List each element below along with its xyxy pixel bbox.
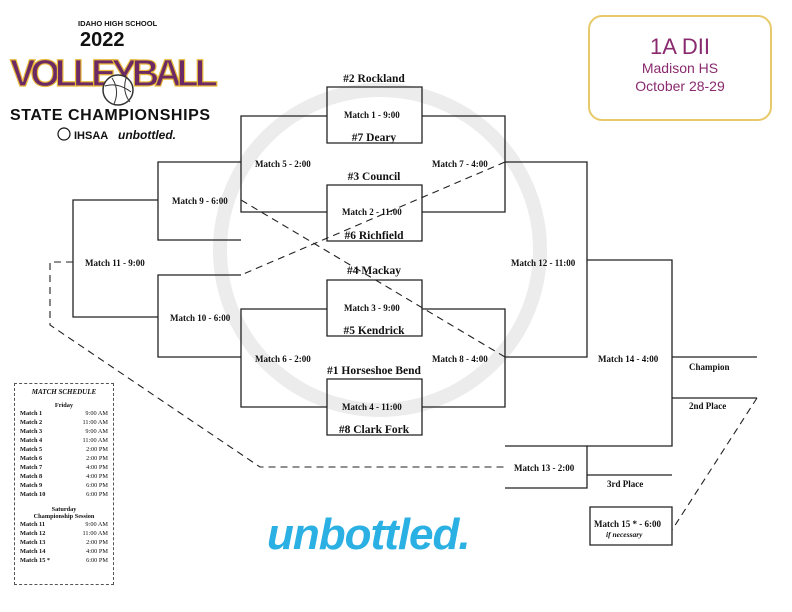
schedule-time: 9:00 AM [85, 428, 108, 435]
unbottled-brand-logo: unbottled. [267, 510, 471, 559]
match-3-label: Match 3 - 9:00 [344, 303, 400, 313]
logo-school-text: IDAHO HIGH SCHOOL [78, 19, 158, 28]
venue-text: Madison HS [641, 60, 719, 76]
logo-event: STATE CHAMPIONSHIPS [10, 107, 210, 124]
schedule-time: 4:00 PM [86, 464, 108, 471]
match-14-label: Match 14 - 4:00 [598, 354, 659, 364]
schedule-time: 4:00 PM [86, 548, 108, 555]
match-1-label: Match 1 - 9:00 [344, 110, 400, 120]
team-clark-fork: #8 Clark Fork [338, 424, 410, 436]
schedule-row: Match 15 * 6:00 PM [20, 556, 108, 565]
team-council: #3 Council [347, 171, 401, 183]
match-4-label: Match 4 - 11:00 [342, 402, 402, 412]
logo-sponsor: unbottled. [118, 128, 176, 142]
schedule-row: Match 6 2:00 PM [20, 454, 108, 463]
match-15-label: Match 15 * - 6:00 [594, 519, 661, 529]
schedule-match: Match 13 [20, 539, 46, 546]
schedule-match: Match 15 * [20, 557, 51, 564]
team-richfield: #6 Richfield [344, 230, 404, 242]
schedule-match: Match 9 [20, 482, 43, 489]
friday-list: Match 1 9:00 AM Match 2 11:00 AM Match 3 9:00… [20, 409, 108, 499]
schedule-match: Match 4 [20, 437, 43, 444]
friday-heading: Friday [54, 402, 74, 409]
match-2-label: Match 2 - 11:00 [342, 207, 402, 217]
match-7-label: Match 7 - 4:00 [432, 159, 488, 169]
dates-text: October 28-29 [635, 78, 725, 94]
schedule-match: Match 5 [20, 446, 43, 453]
schedule-row: Match 5 2:00 PM [20, 445, 108, 454]
schedule-time: 6:00 PM [86, 482, 108, 489]
schedule-row: Match 10 6:00 PM [20, 490, 108, 499]
ihsaa-seal-icon [57, 127, 71, 141]
schedule-time: 2:00 PM [86, 455, 108, 462]
schedule-time: 11:00 AM [82, 437, 108, 444]
schedule-row: Match 14 4:00 PM [20, 547, 108, 556]
schedule-match: Match 6 [20, 455, 43, 462]
schedule-row: Match 1 9:00 AM [20, 409, 108, 418]
team-mackay: #4 Mackay [347, 265, 401, 277]
match-12-label: Match 12 - 11:00 [511, 258, 576, 268]
team-kendrick: #5 Kendrick [343, 325, 405, 337]
saturday-subheading: Championship Session [33, 513, 95, 520]
watermark-seal [213, 83, 547, 417]
schedule-row: Match 3 9:00 AM [20, 427, 108, 436]
logo-year: 2022 [80, 29, 125, 51]
schedule-match: Match 8 [20, 473, 43, 480]
schedule-time: 2:00 PM [86, 539, 108, 546]
champion-label: Champion [689, 362, 730, 372]
schedule-row: Match 4 11:00 AM [20, 436, 108, 445]
match-6-label: Match 6 - 2:00 [255, 354, 311, 364]
schedule-row: Match 11 9:00 AM [20, 520, 108, 529]
team-rockland: #2 Rockland [343, 73, 405, 85]
match-11-label: Match 11 - 9:00 [85, 258, 145, 268]
schedule-match: Match 11 [20, 521, 46, 528]
schedule-row: Match 9 6:00 PM [20, 481, 108, 490]
logo-sport: VOLLEYBALL [10, 53, 218, 95]
schedule-row: Match 8 4:00 PM [20, 472, 108, 481]
third-place-label: 3rd Place [607, 479, 644, 489]
schedule-row: Match 13 2:00 PM [20, 538, 108, 547]
division-title: 1A DII [650, 34, 710, 59]
team-deary: #7 Deary [351, 132, 397, 144]
schedule-time: 6:00 PM [86, 491, 108, 498]
schedule-time: 6:00 PM [86, 557, 108, 564]
schedule-time: 11:00 AM [82, 530, 108, 537]
match-13-label: Match 13 - 2:00 [514, 463, 575, 473]
schedule-row: Match 12 11:00 AM [20, 529, 108, 538]
schedule-title: MATCH SCHEDULE [31, 388, 97, 396]
match-5-label: Match 5 - 2:00 [255, 159, 311, 169]
schedule-row: Match 2 11:00 AM [20, 418, 108, 427]
saturday-list: Match 11 9:00 AM Match 12 11:00 AM Match 13 2… [20, 520, 108, 565]
schedule-match: Match 7 [20, 464, 43, 471]
match-15-note: if necessary [606, 530, 643, 539]
schedule-match: Match 14 [20, 548, 46, 555]
team-horseshoe-bend: #1 Horseshoe Bend [327, 365, 421, 377]
schedule-time: 9:00 AM [85, 521, 108, 528]
match-9-label: Match 9 - 6:00 [172, 196, 228, 206]
schedule-time: 4:00 PM [86, 473, 108, 480]
schedule-match: Match 3 [20, 428, 43, 435]
schedule-match: Match 12 [20, 530, 46, 537]
match-8-label: Match 8 - 4:00 [432, 354, 488, 364]
schedule-row: Match 7 4:00 PM [20, 463, 108, 472]
saturday-heading: Saturday [51, 506, 77, 513]
second-place-label: 2nd Place [689, 401, 727, 411]
match-10-label: Match 10 - 6:00 [170, 313, 231, 323]
schedule-time: 11:00 AM [82, 419, 108, 426]
championship-logo: IDAHO HIGH SCHOOL 2022 VOLLEYBALL STATE … [8, 12, 223, 142]
logo-org: IHSAA [74, 130, 108, 142]
schedule-time: 2:00 PM [86, 446, 108, 453]
tournament-info-box: 1A DII Madison HS October 28-29 [588, 15, 772, 121]
schedule-match: Match 2 [20, 419, 43, 426]
schedule-match: Match 10 [20, 491, 46, 498]
schedule-match: Match 1 [20, 410, 43, 417]
logo-graphic: IDAHO HIGH SCHOOL 2022 VOLLEYBALL STATE … [9, 19, 218, 142]
schedule-time: 9:00 AM [85, 410, 108, 417]
